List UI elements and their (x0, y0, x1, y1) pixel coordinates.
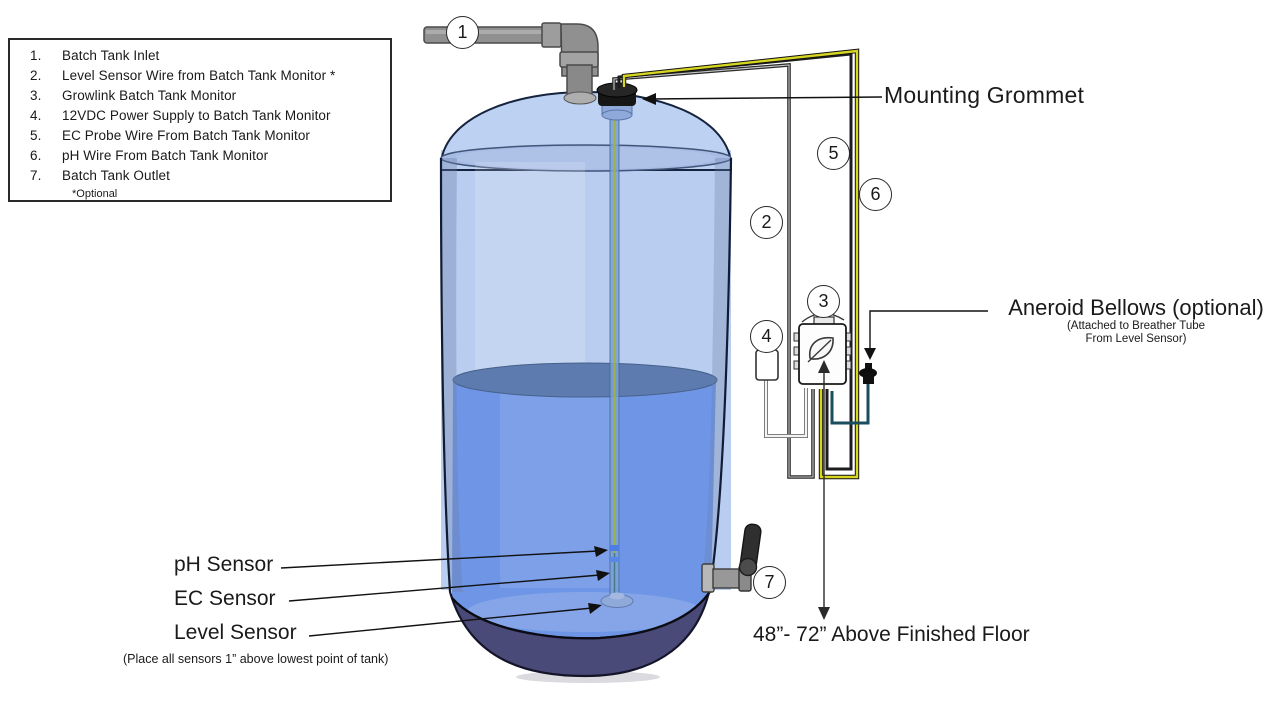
callout-6: 6 (859, 178, 892, 211)
power-wire (764, 380, 808, 438)
ec-sensor-arrow (288, 570, 610, 602)
callout-5: 5 (817, 137, 850, 170)
ph-wire (622, 49, 859, 479)
ec-sensor-label: EC Sensor (174, 587, 276, 610)
sensor-tube (600, 99, 634, 608)
callout-2: 2 (750, 206, 783, 239)
legend-row: 7.Batch Tank Outlet (30, 168, 171, 183)
level-sensor-arrow (308, 603, 602, 637)
mounting-grommet-arrow (642, 93, 883, 105)
ec-sensor-clip (610, 557, 619, 562)
aneroid-bellows-sub2: From Level Sensor) (1085, 333, 1187, 345)
aneroid-bellows-arrow (864, 310, 988, 360)
level-sensor-label: Level Sensor (174, 621, 297, 644)
ec-probe-wire (617, 52, 853, 471)
legend-row: 1.Batch Tank Inlet (30, 48, 160, 63)
tank-wall-edges (439, 157, 733, 593)
legend-row: 4.12VDC Power Supply to Batch Tank Monit… (30, 108, 331, 123)
water-surface (452, 362, 718, 398)
aneroid-bellows-sub1: (Attached to Breather Tube (1066, 320, 1206, 332)
mounting-grommet-label: Mounting Grommet (884, 82, 1085, 108)
ph-sensor-clip (610, 545, 619, 551)
legend-box: 1.Batch Tank Inlet 2.Level Sensor Wire f… (8, 38, 392, 202)
outlet-valve (701, 523, 762, 593)
legend-row: 2.Level Sensor Wire from Batch Tank Moni… (30, 68, 336, 83)
label-arrows (280, 93, 988, 637)
sensor-placement-note: (Place all sensors 1” above lowest point… (123, 652, 389, 666)
legend-footnote: *Optional (72, 188, 118, 200)
height-measure-line (818, 360, 830, 620)
legend-row: 3.Growlink Batch Tank Monitor (30, 88, 237, 103)
legend-row: 5.EC Probe Wire From Batch Tank Monitor (30, 128, 311, 143)
tank-water (448, 362, 718, 678)
floor-height-label: 48”- 72” Above Finished Floor (753, 623, 1030, 646)
wires (612, 48, 870, 480)
leaf-icon (807, 336, 834, 363)
callout-4: 4 (750, 320, 783, 353)
ph-sensor-label: pH Sensor (174, 553, 274, 576)
aneroid-bellows-title: Aneroid Bellows (optional) (1008, 295, 1264, 320)
legend-row: 6.pH Wire From Batch Tank Monitor (30, 148, 269, 163)
mounting-grommet (596, 82, 638, 121)
callout-1: 1 (446, 16, 479, 49)
breather-tube (830, 383, 870, 425)
power-supply-plug (755, 349, 779, 381)
callout-7: 7 (753, 566, 786, 599)
aneroid-bellows-device (859, 363, 877, 384)
aneroid-bellows-label: Aneroid Bellows (optional) (Attached to … (1000, 296, 1272, 346)
callout-3: 3 (807, 285, 840, 318)
monitor-box (793, 312, 852, 385)
ph-sensor-arrow (280, 546, 608, 569)
